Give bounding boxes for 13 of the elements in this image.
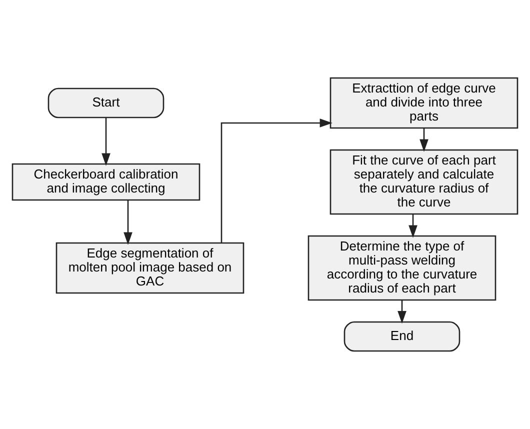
arrow: [420, 128, 428, 152]
node-box: End: [344, 321, 460, 352]
node-box: Determine the type of multi-pass welding according to the curvature radius of each part: [308, 235, 496, 301]
arrow: [102, 118, 110, 166]
arrow: [220, 118, 332, 243]
arrow: [124, 200, 132, 245]
node-box: Extracttion of edge curve and divide into three parts: [330, 77, 518, 129]
arrow: [398, 300, 406, 324]
node-box: Fit the curve of each part separately and calculate the curvature radius of the curve: [330, 149, 518, 215]
node-box: Start: [48, 88, 164, 118]
node-box: Checkerboard calibration and image collecting: [12, 163, 200, 201]
node-box: Edge segmentation of molten pool image based on GAC: [56, 242, 244, 294]
arrow: [408, 214, 418, 238]
